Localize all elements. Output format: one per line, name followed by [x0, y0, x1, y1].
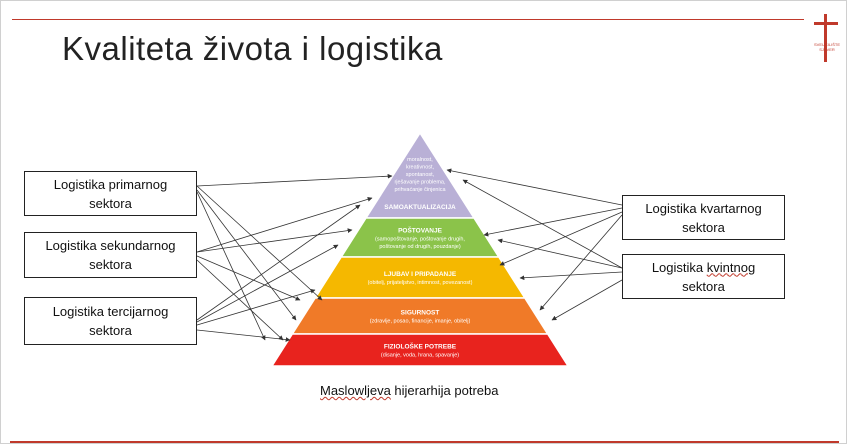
connector-arrow [519, 271, 623, 281]
connector-arrow [196, 204, 361, 321]
box-label-line1: Logistika tercijarnog [52, 304, 169, 319]
logo-text: SVEUČILIŠTE SJEVER [810, 42, 844, 52]
maslow-pyramid: moralnost, kreativnost,spontanost, rješava… [270, 131, 570, 367]
tier-title: POŠTOVANJE [398, 226, 442, 235]
tier-title: FIZIOLOŠKE POTREBE [384, 342, 457, 351]
connector-arrow [196, 259, 284, 341]
connector-arrow [497, 238, 623, 269]
box-label-line1: Logistika primarnog [53, 176, 168, 192]
arrow-connectors [196, 168, 623, 342]
connector-arrow [196, 191, 266, 341]
box-label-line2: sektora [89, 257, 132, 272]
tier-title: SIGURNOST [401, 310, 440, 317]
logo-text-line1: SVEUČILIŠTE [813, 42, 840, 47]
connector-arrow [196, 228, 353, 253]
connector-arrow [196, 196, 373, 253]
connector-arrow [446, 168, 623, 206]
caption-maslowljeva: Maslowljeva [320, 383, 391, 398]
box-label-line2: sektora [682, 219, 725, 235]
box-label-line1: Logistika kvintnog [652, 258, 755, 277]
connector-arrow [499, 211, 623, 266]
bottom-divider-line [10, 441, 839, 443]
tier-description: (disanje, voda, hrana, spavanje) [381, 353, 459, 359]
caption-rest: hijerarhija potreba [390, 383, 499, 398]
connector-arrow [196, 244, 339, 323]
connector-arrow [196, 288, 316, 326]
slide-title: Kvaliteta života i logistika [62, 30, 443, 67]
tier-title: SAMOAKTUALIZACIJA [384, 204, 456, 211]
tier-description: (obitelj, prijateljstvo, intimnost, pove… [368, 280, 473, 286]
box-label-line2: sektora [89, 195, 132, 211]
box-label-line2: sektora [89, 323, 132, 338]
box-label-line1: Logistika sekundarnog [45, 238, 176, 253]
box-logistika-kvintnog: Logistika kvintnog sektora [622, 254, 785, 299]
tier-description: (zdravlje, posao, financije, imanje, obi… [370, 319, 471, 325]
connector-arrow [483, 207, 623, 237]
tier-description: spontanost, [406, 172, 435, 178]
box-label-line2: sektora [682, 278, 725, 294]
tier-description: rješavanje problema, [394, 180, 446, 186]
box-label-line1: Logistika kvartarnog [645, 200, 762, 216]
tier-description: moralnost, [407, 157, 433, 163]
tier-description: prihvaćanje činjenica [394, 187, 446, 193]
box-logistika-sekundarnog: Logistika sekundarnog sektora [24, 232, 197, 278]
box-logistika-tercijarnog: Logistika tercijarnog sektora [24, 297, 197, 345]
connector-arrow [539, 214, 623, 311]
top-divider-line [12, 19, 804, 20]
tier-description: (samopoštovanje, poštovanje drugih, [375, 237, 465, 243]
tier-description: kreativnost, [406, 165, 435, 171]
cross-icon [814, 14, 838, 62]
tier-description: poštovanje od drugih, pouzdanje) [379, 244, 461, 250]
connector-arrow [462, 179, 623, 269]
connector-arrow [196, 329, 291, 342]
pyramid-caption: Maslowljeva hijerarhija potreba [320, 383, 499, 398]
box-logistika-kvartarnog: Logistika kvartarnog sektora [622, 195, 785, 240]
tier-title: LJUBAV I PRIPADANJE [384, 271, 457, 278]
connector-arrow [196, 255, 301, 301]
box-label-part1: Logistika [651, 259, 707, 275]
box-logistika-primarnog: Logistika primarnog sektora [24, 171, 197, 216]
university-logo: SVEUČILIŠTE SJEVER [808, 8, 844, 64]
box-label-part2: kvintnog [706, 259, 756, 275]
pyramid-tier [270, 333, 570, 367]
connector-arrow [196, 189, 297, 321]
connector-arrow [551, 279, 623, 321]
connector-arrow [196, 173, 393, 187]
logo-text-line2: SJEVER [819, 47, 835, 52]
